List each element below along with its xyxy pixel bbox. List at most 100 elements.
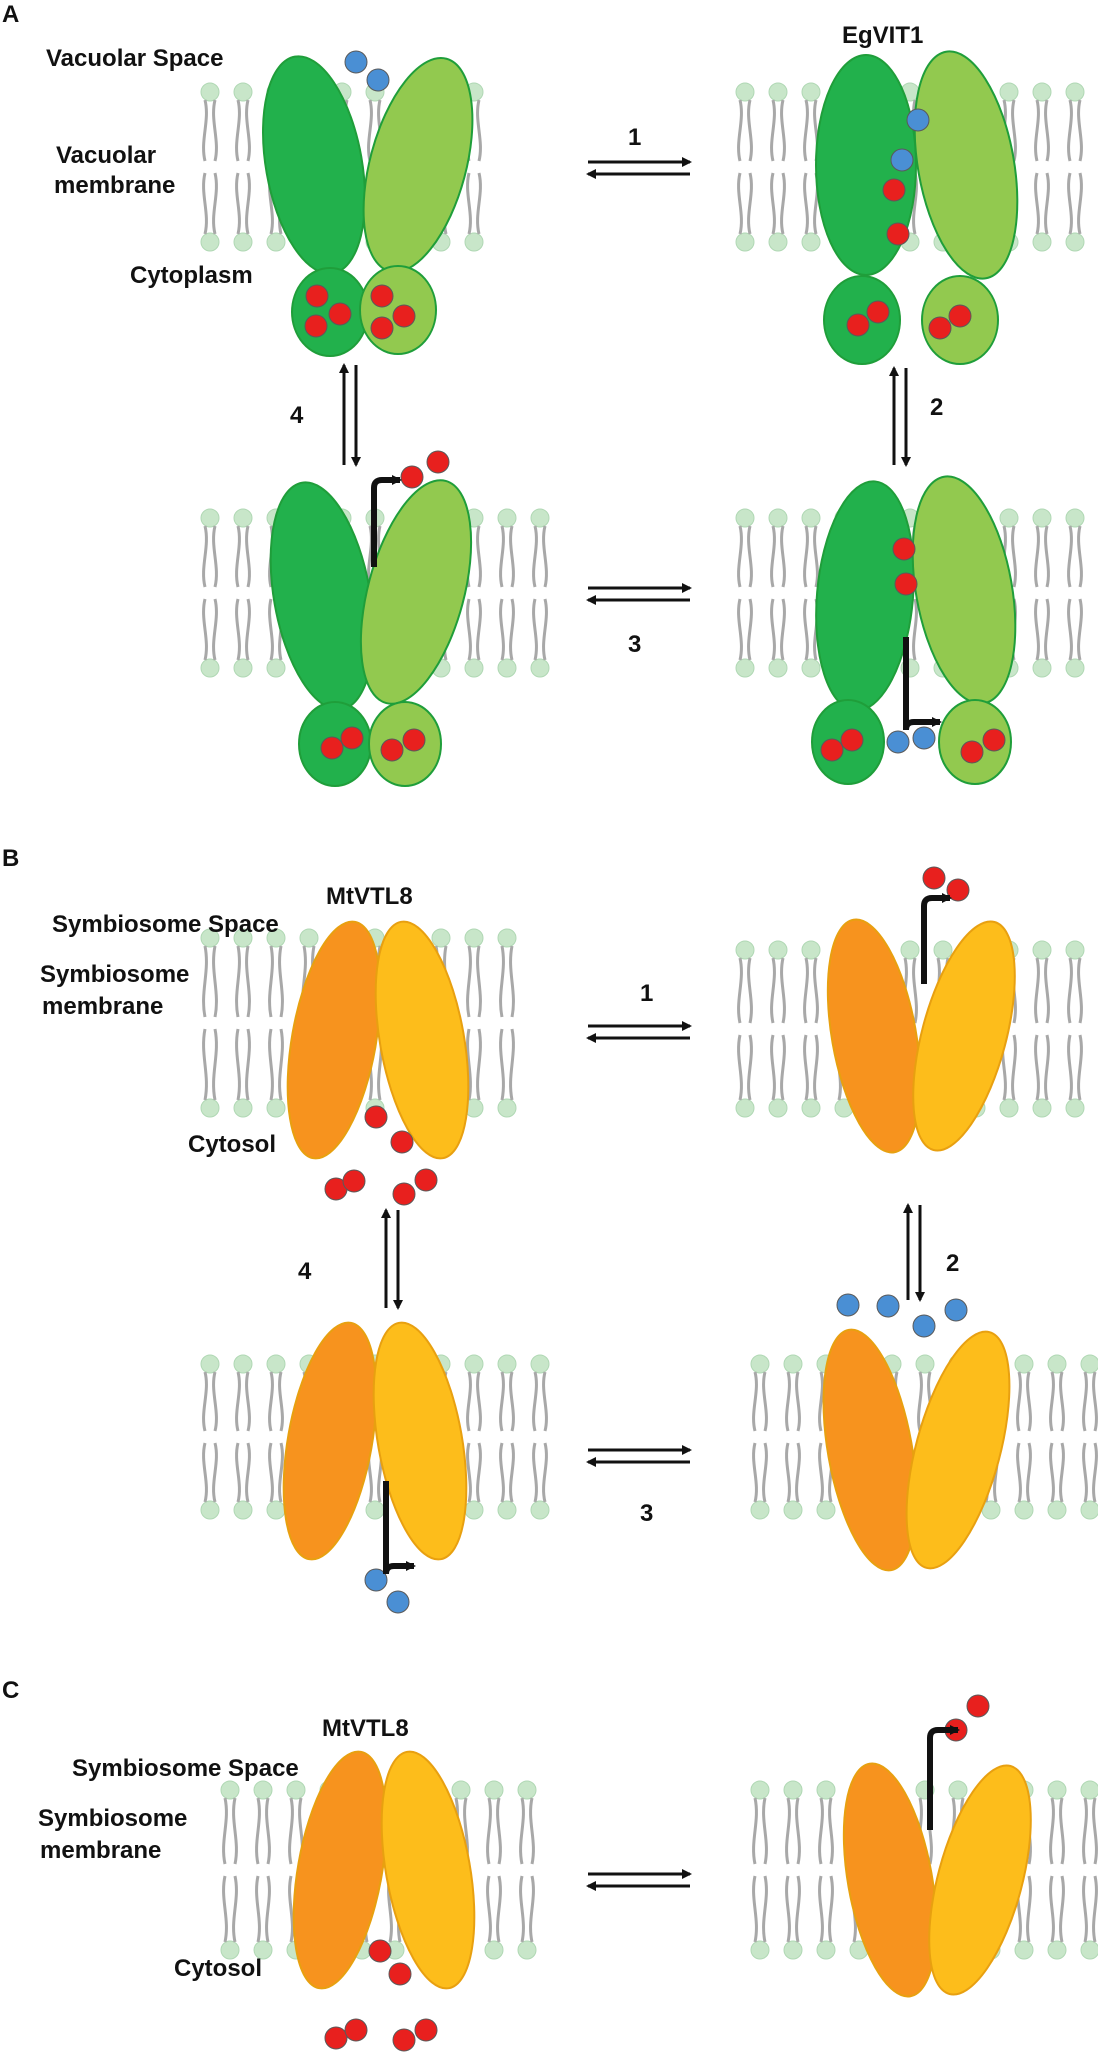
lipid-tail — [770, 99, 776, 162]
transport-arrow — [921, 893, 952, 984]
panel-a-labels: A Vacuolar Space Vacuolar membrane Cytop… — [2, 1, 943, 658]
step-label-a-1: 1 — [628, 124, 641, 151]
iron-ion — [342, 1169, 366, 1193]
lipid-tail — [762, 1442, 768, 1503]
ion-layer — [304, 50, 1006, 2052]
lipid-tail — [1082, 1797, 1088, 1865]
mtvtl8-left-subunit — [822, 1328, 918, 1572]
iron-ion — [846, 313, 870, 337]
lipid-head — [233, 1500, 253, 1520]
lipid-tail — [202, 1371, 208, 1432]
iron-ion — [320, 736, 344, 760]
lipid-tail — [785, 1875, 791, 1943]
lipid-head — [1080, 1780, 1098, 1800]
lipid-tail — [803, 598, 809, 661]
lipid-tail — [499, 1442, 505, 1503]
lipid-tail — [466, 172, 472, 235]
lipid-tail — [762, 1371, 768, 1432]
iron-ion — [380, 738, 404, 762]
lipid-head — [1014, 1940, 1034, 1960]
lipid-tail — [1049, 1875, 1055, 1943]
lipid-tail — [828, 1875, 834, 1943]
lipid-tail — [1077, 598, 1083, 661]
lipid-head — [750, 1354, 770, 1374]
lipid-head — [530, 1500, 550, 1520]
mtvtl8-right-subunit — [928, 1764, 1032, 1996]
lipid-head — [200, 82, 220, 102]
iron-ion — [344, 2018, 368, 2042]
lipid-tail — [917, 1371, 923, 1432]
lipid-head — [801, 658, 821, 678]
lipid-tail — [542, 598, 548, 661]
lipid-tail — [780, 1034, 786, 1101]
lipid-head — [768, 232, 788, 252]
lipid-head — [233, 508, 253, 528]
lipid-head — [1047, 1354, 1067, 1374]
lipid-tail — [1016, 1442, 1022, 1503]
lipid-tail — [762, 1797, 768, 1865]
lipid-head — [1047, 1500, 1067, 1520]
lipid-tail — [532, 1442, 538, 1503]
mtvtl8-left-subunit — [286, 920, 382, 1160]
blue-ion — [944, 1298, 968, 1322]
lipid-head — [999, 1098, 1019, 1118]
lipid-head — [1032, 232, 1052, 252]
arrow-layer — [339, 157, 960, 1891]
membrane-label-a-2: membrane — [54, 172, 175, 199]
lipid-tail — [1034, 99, 1040, 162]
lipid-tail — [1082, 1371, 1088, 1432]
blue-ion — [912, 1314, 936, 1338]
lipid-head — [200, 1500, 220, 1520]
lipid-head — [768, 940, 788, 960]
lipid-tail — [770, 957, 776, 1024]
lipid-tail — [235, 525, 241, 588]
lipid-tail — [202, 172, 208, 235]
lipid-tail — [268, 1442, 274, 1503]
lipid-tail — [1044, 957, 1050, 1024]
lipid-head — [464, 232, 484, 252]
lipid-tail — [737, 99, 743, 162]
lipid-tail — [780, 99, 786, 162]
iron-ion — [370, 316, 394, 340]
iron-ion — [882, 178, 906, 202]
lipid-head — [200, 1098, 220, 1118]
lipid-tail — [1077, 957, 1083, 1024]
lipid-tail — [1059, 1875, 1065, 1943]
step-label-a-2: 2 — [930, 394, 943, 421]
cyto-label-a: Cytoplasm — [130, 262, 253, 289]
lipid-head — [783, 1500, 803, 1520]
lipid-head — [517, 1780, 537, 1800]
panel-c-labels: C MtVTL8 Symbiosome Space Symbiosome mem… — [2, 1677, 409, 1982]
lipid-tail — [509, 1371, 515, 1432]
lipid-tail — [1044, 1034, 1050, 1101]
lipid-tail — [1092, 1442, 1098, 1503]
lipid-head — [1047, 1940, 1067, 1960]
lipid-tail — [1034, 172, 1040, 235]
lipid-tail — [245, 172, 251, 235]
lipid-tail — [1067, 99, 1073, 162]
lipid-tail — [1026, 1442, 1032, 1503]
lipid-head — [200, 1354, 220, 1374]
blue-ion — [906, 108, 930, 132]
lipid-tail — [222, 1875, 228, 1943]
lipid-tail — [813, 525, 819, 588]
lipid-head — [735, 508, 755, 528]
lipid-tail — [737, 525, 743, 588]
lipid-head — [1032, 1098, 1052, 1118]
lipid-head — [750, 1940, 770, 1960]
lipid-tail — [1049, 1797, 1055, 1865]
lipid-head — [233, 82, 253, 102]
lipid-tail — [529, 1875, 535, 1943]
lipid-head — [915, 1354, 935, 1374]
protein-label-b: MtVTL8 — [326, 883, 413, 910]
step-label-b-2: 2 — [946, 1250, 959, 1277]
lipid-tail — [785, 1797, 791, 1865]
iron-ion — [426, 450, 450, 474]
iron-ion — [966, 1694, 990, 1718]
lipid-head — [233, 1354, 253, 1374]
iron-ion — [304, 314, 328, 338]
protein-label-a: EgVIT1 — [842, 22, 923, 49]
lipid-tail — [202, 598, 208, 661]
lipid-tail — [519, 1797, 525, 1865]
step-label-a-4: 4 — [290, 402, 304, 429]
